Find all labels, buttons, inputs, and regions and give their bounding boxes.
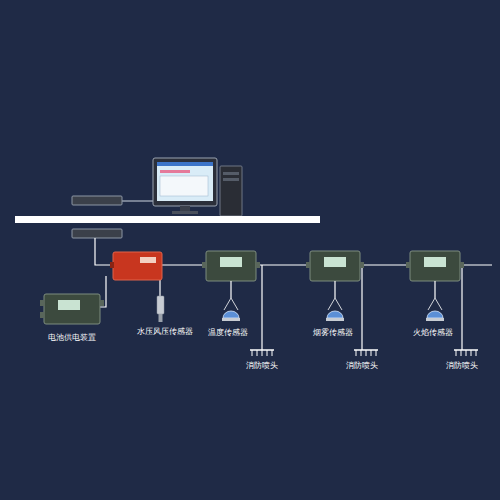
drive-bay <box>223 178 239 181</box>
wire <box>261 265 262 350</box>
substation-group <box>306 251 378 356</box>
sprinkler-nozzle <box>476 350 477 356</box>
sprinkler-nozzle <box>267 350 268 356</box>
gland <box>40 300 45 306</box>
gland <box>360 262 364 268</box>
substation-housing <box>206 251 256 281</box>
network-switch <box>72 229 122 238</box>
sprinkler-nozzle <box>262 350 263 356</box>
substations <box>202 251 478 356</box>
control-unit <box>110 252 162 280</box>
gland <box>306 262 310 268</box>
wire <box>230 281 231 298</box>
device-label: 消防喷头 <box>346 362 378 370</box>
device-label: 消防喷头 <box>246 362 278 370</box>
wire <box>159 280 160 296</box>
gland <box>202 262 206 268</box>
sprinkler-nozzle <box>257 350 258 356</box>
monitor-base <box>172 211 198 214</box>
drive-bay <box>223 172 239 175</box>
sprinkler-nozzle <box>361 350 362 356</box>
gland <box>460 262 464 268</box>
sprinkler-nozzle <box>456 350 457 356</box>
wire <box>361 265 362 350</box>
battery-device <box>40 294 104 324</box>
gland <box>256 262 260 268</box>
monitor <box>153 158 217 206</box>
computer-tower <box>220 166 242 216</box>
wire <box>461 265 462 350</box>
monitor-screen <box>157 162 213 201</box>
device-label: 温度传感器 <box>208 329 248 337</box>
sensor-hanger <box>428 298 442 310</box>
substation-display <box>220 257 242 267</box>
sensor-dome <box>327 311 343 318</box>
gland <box>40 312 45 318</box>
sensor-hanger <box>224 298 238 310</box>
device-label: 电池供电装置 <box>48 334 96 342</box>
sensor-base <box>326 318 344 321</box>
battery-housing <box>44 294 100 324</box>
substation-group <box>406 251 478 356</box>
computer <box>122 158 242 216</box>
sprinkler-nozzle <box>466 350 467 356</box>
wire <box>100 276 106 307</box>
substation-housing <box>410 251 460 281</box>
network-bus <box>15 216 320 223</box>
substation-display <box>324 257 346 267</box>
wire <box>434 281 435 298</box>
sprinkler-nozzle <box>272 350 273 356</box>
gland <box>99 300 104 306</box>
sprinkler-nozzle <box>376 350 377 356</box>
sensor-base <box>222 318 240 321</box>
sensor-base <box>426 318 444 321</box>
sprinkler-nozzle <box>471 350 472 356</box>
device-label: 消防喷头 <box>446 362 478 370</box>
control-housing <box>113 252 162 280</box>
substation-group <box>202 251 274 356</box>
sprinkler-nozzle <box>252 350 253 356</box>
wiring <box>95 238 492 350</box>
substation-housing <box>310 251 360 281</box>
screen-table <box>160 176 208 196</box>
substation-display <box>424 257 446 267</box>
sprinkler-nozzle <box>366 350 367 356</box>
sprinkler-nozzle <box>371 350 372 356</box>
device-label: 烟雾传感器 <box>313 329 353 337</box>
sprinkler-nozzle <box>461 350 462 356</box>
sensor-stem <box>159 314 163 322</box>
screen-titlebar <box>157 162 213 166</box>
screen-chart <box>160 170 190 173</box>
sprinkler-nozzle <box>356 350 357 356</box>
sensor-body <box>157 296 164 314</box>
device-label: 水压风压传感器 <box>137 328 193 336</box>
network-switch <box>72 196 122 205</box>
wire <box>334 281 335 298</box>
gland <box>406 262 410 268</box>
battery-display <box>58 300 80 310</box>
wire <box>95 238 113 265</box>
pressure-sensor <box>157 296 164 322</box>
sensor-hanger <box>328 298 342 310</box>
gland <box>110 262 114 268</box>
control-display <box>140 257 156 263</box>
sensor-dome <box>223 311 239 318</box>
device-label: 火焰传感器 <box>413 329 453 337</box>
sensor-dome <box>427 311 443 318</box>
